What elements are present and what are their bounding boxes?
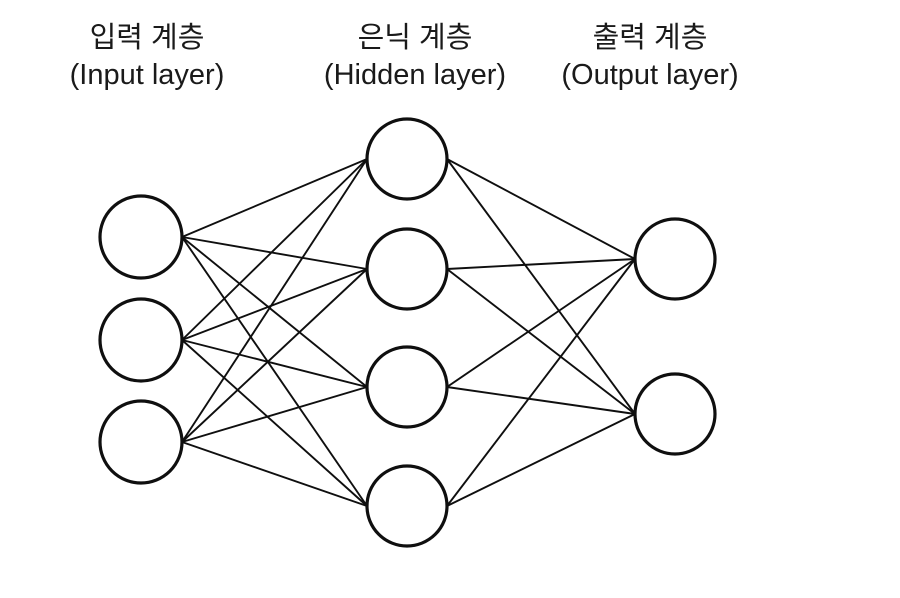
hidden-node [365, 117, 449, 201]
input-to-hidden-connection-line [181, 268, 368, 341]
input-node [98, 297, 184, 383]
input-node [98, 194, 184, 280]
hidden-to-output-connection-line [446, 258, 636, 507]
hidden-node [365, 345, 449, 429]
input-to-hidden-connection-line [181, 236, 368, 507]
input-node [98, 399, 184, 485]
hidden-to-output-connection-line [446, 158, 636, 260]
hidden-to-output-connection-line [446, 258, 636, 270]
output-node [633, 372, 717, 456]
hidden-layer-label-english: (Hidden layer) [323, 59, 507, 91]
input-to-hidden-connection-line [181, 158, 368, 443]
input-layer-label-english: (Input layer) [69, 59, 225, 91]
input-to-hidden-connection-line [181, 386, 368, 443]
input-to-hidden-connection-line [181, 236, 368, 270]
input-to-hidden-connection-line [181, 441, 368, 507]
hidden-layer-label-korean: 은닉 계층 [357, 22, 473, 54]
hidden-node [365, 464, 449, 548]
input-layer-label: 입력 계층 (Input layer) [70, 20, 225, 94]
hidden-to-output-connection-line [446, 268, 636, 415]
input-to-hidden-connection-line [181, 236, 368, 388]
hidden-to-output-connection-line [446, 413, 636, 507]
input-to-hidden-connection-line [181, 158, 368, 238]
input-to-hidden-connection-line [181, 339, 368, 507]
output-layer-label-korean: 출력 계층 [592, 22, 708, 54]
output-node [633, 217, 717, 301]
hidden-to-output-connection-line [446, 386, 636, 415]
hidden-layer-label: 은닉 계층 (Hidden layer) [324, 20, 506, 94]
hidden-to-output-connection-line [446, 158, 636, 415]
hidden-to-output-connection-line [446, 258, 636, 388]
output-layer-label-english: (Output layer) [561, 59, 739, 91]
output-layer-label: 출력 계층 (Output layer) [561, 20, 738, 94]
input-to-hidden-connection-line [181, 339, 368, 388]
input-layer-label-korean: 입력 계층 [89, 22, 205, 54]
hidden-node [365, 227, 449, 311]
input-to-hidden-connection-line [181, 158, 368, 341]
input-to-hidden-connection-line [181, 268, 368, 443]
